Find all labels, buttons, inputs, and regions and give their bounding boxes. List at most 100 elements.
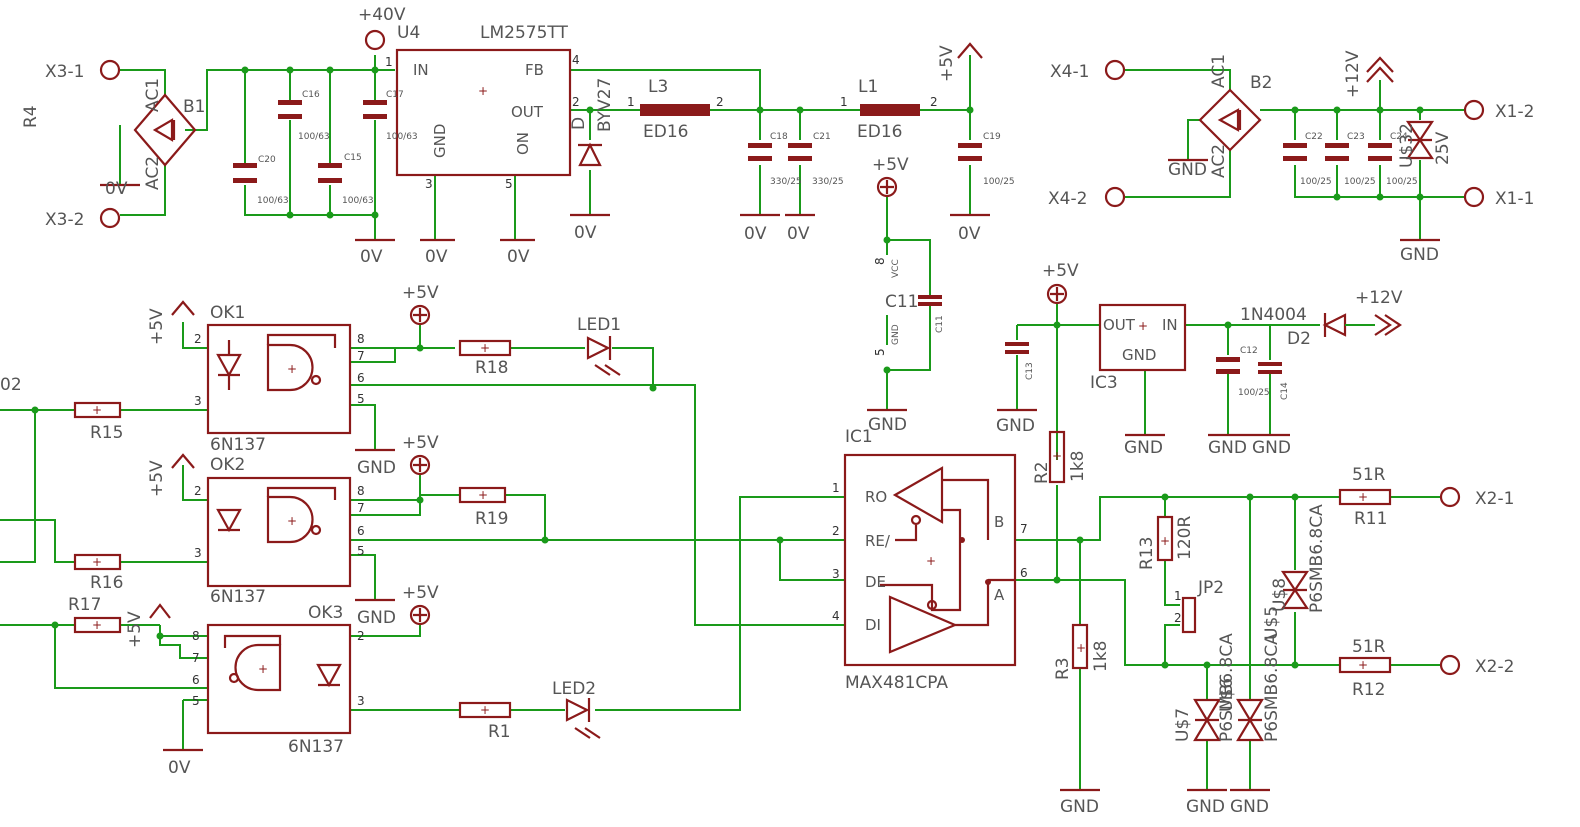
- supply-12v: X4-1 X4-2 B2 AC1 AC2 GND +12V C22 C23 C2…: [1048, 50, 1534, 265]
- r17-label: R17: [68, 595, 101, 615]
- c20-label: C20: [258, 155, 276, 165]
- ok3-label: OK3: [308, 603, 343, 623]
- svg-text:6: 6: [357, 524, 365, 538]
- terminal-x2-1: [1439, 486, 1461, 508]
- x2-1-label: X2-1: [1475, 489, 1514, 509]
- ic1-pin4: 4: [832, 609, 840, 623]
- l3-label: L3: [648, 77, 668, 97]
- ok1-pin2: 2: [194, 332, 202, 346]
- ok2-plus5v-label: +5V: [147, 460, 167, 497]
- gnd-pin-label: GND: [891, 324, 901, 345]
- c11-gnd-label: GND: [868, 415, 907, 435]
- u4-gnd-label: GND: [431, 124, 449, 158]
- x1-1-label: X1-1: [1495, 189, 1534, 209]
- svg-text:+: +: [480, 341, 490, 355]
- d-label: D: [569, 117, 589, 130]
- ic3-label: IC3: [1090, 373, 1118, 393]
- d2-plus12v-label: +12V: [1355, 288, 1403, 308]
- x4-2-label: X4-2: [1048, 189, 1087, 209]
- tvs-diode-u5: [1236, 698, 1264, 742]
- ok2-supply-label: +5V: [402, 433, 439, 453]
- c11-plus5v-supply: [876, 176, 898, 198]
- offscreen-label: 02: [0, 375, 22, 395]
- l3-value: ED16: [643, 122, 688, 142]
- terminal-x3-2: [99, 207, 121, 229]
- svg-text:6: 6: [192, 673, 200, 687]
- ok2-label: OK2: [210, 455, 245, 475]
- c11-plus5v-label: +5V: [872, 155, 909, 175]
- u4-pin2: 2: [572, 95, 580, 109]
- optocouplers: 02 OK1 OK2 OK3 6N137 6N137 6N137 2 3 87 …: [0, 283, 845, 778]
- inductor-l3: [640, 104, 710, 116]
- u4-pin1: 1: [385, 55, 393, 69]
- c24-label: C24: [1390, 132, 1408, 142]
- terminal-x1-1: [1463, 186, 1485, 208]
- resistor-r3: [1071, 623, 1089, 670]
- plus5v-arrow: [957, 42, 983, 59]
- diode-byv27: [578, 142, 602, 167]
- ok3-plus5v-arrow: [149, 603, 171, 619]
- diode-d2: [1322, 313, 1347, 337]
- r3-value: 1k8: [1091, 641, 1111, 672]
- capacitor-c14: [1258, 362, 1282, 366]
- x3-2-label: X3-2: [45, 210, 84, 230]
- c18-0v: 0V: [744, 224, 767, 244]
- u6-label: U$6: [1217, 678, 1237, 712]
- ic1-pin1: 1: [832, 481, 840, 495]
- ic1-ro: RO: [865, 488, 887, 506]
- svg-text:+: +: [287, 362, 297, 376]
- led2-label: LED2: [552, 679, 596, 699]
- ok1-supply-label: +5V: [402, 283, 439, 303]
- ic1-box: [843, 453, 1017, 667]
- r16-label: R16: [90, 573, 123, 593]
- x4-1-label: X4-1: [1050, 62, 1089, 82]
- r11-label: R11: [1354, 509, 1387, 529]
- u4-0v-1: 0V: [360, 247, 383, 267]
- resistor-r18: [458, 339, 512, 357]
- r15-label: R15: [90, 423, 123, 443]
- c13-label: C13: [1025, 362, 1035, 380]
- l1-label: L1: [858, 77, 878, 97]
- r3-label: R3: [1053, 657, 1073, 680]
- capacitor-c15: [318, 163, 342, 183]
- ok1-plus5v-supply: [409, 304, 431, 326]
- optocoupler-ok1: [206, 323, 352, 435]
- terminal-x3-1: [99, 59, 121, 81]
- c21-value: 330/25: [812, 177, 844, 187]
- capacitor-c16: [278, 100, 302, 119]
- x1-2-label: X1-2: [1495, 102, 1534, 122]
- c21-0v: 0V: [787, 224, 810, 244]
- lm2575-label: LM2575TT: [480, 23, 568, 43]
- svg-text:5: 5: [357, 544, 365, 558]
- out-plus5v-label: +5V: [937, 45, 957, 82]
- l1-pin1: 1: [840, 95, 848, 109]
- capacitor-c19: [958, 143, 982, 161]
- ac2-label: AC2: [143, 156, 163, 190]
- ic1-a: A: [994, 586, 1005, 604]
- plus12v-arrow: [1366, 56, 1394, 83]
- c18-value: 330/25: [770, 177, 802, 187]
- bridge-rectifier-b2: [1198, 88, 1262, 152]
- c11-small-label: C11: [935, 315, 945, 333]
- b2-gnd-label: GND: [1168, 160, 1207, 180]
- capacitor-c18: [748, 143, 772, 161]
- decoupling-c11: +5V 8 VCC 5 GND C11 C11 GND: [867, 155, 945, 435]
- c21-label: C21: [813, 132, 831, 142]
- terminal-x2-2: [1439, 654, 1461, 676]
- u4-0v-3: 0V: [507, 247, 530, 267]
- l1-pin2: 2: [930, 95, 938, 109]
- led2: [565, 698, 591, 722]
- l3-pin2: 2: [716, 95, 724, 109]
- ok1-gnd-label: GND: [357, 458, 396, 478]
- plus40v-supply: [364, 29, 386, 51]
- tvs-diode-u32: [1405, 120, 1435, 160]
- c16-label: C16: [302, 90, 320, 100]
- ic3-in-label: IN: [1162, 316, 1178, 334]
- terminal-x4-2: [1104, 186, 1126, 208]
- c19-label: C19: [983, 132, 1001, 142]
- resistor-r11: [1338, 488, 1392, 506]
- c20-value: 100/63: [257, 196, 289, 206]
- top-plus12v-label: +12V: [1343, 50, 1363, 98]
- ic3-gnd-pin-label: GND: [1122, 346, 1156, 364]
- capacitor-c17: [363, 100, 387, 119]
